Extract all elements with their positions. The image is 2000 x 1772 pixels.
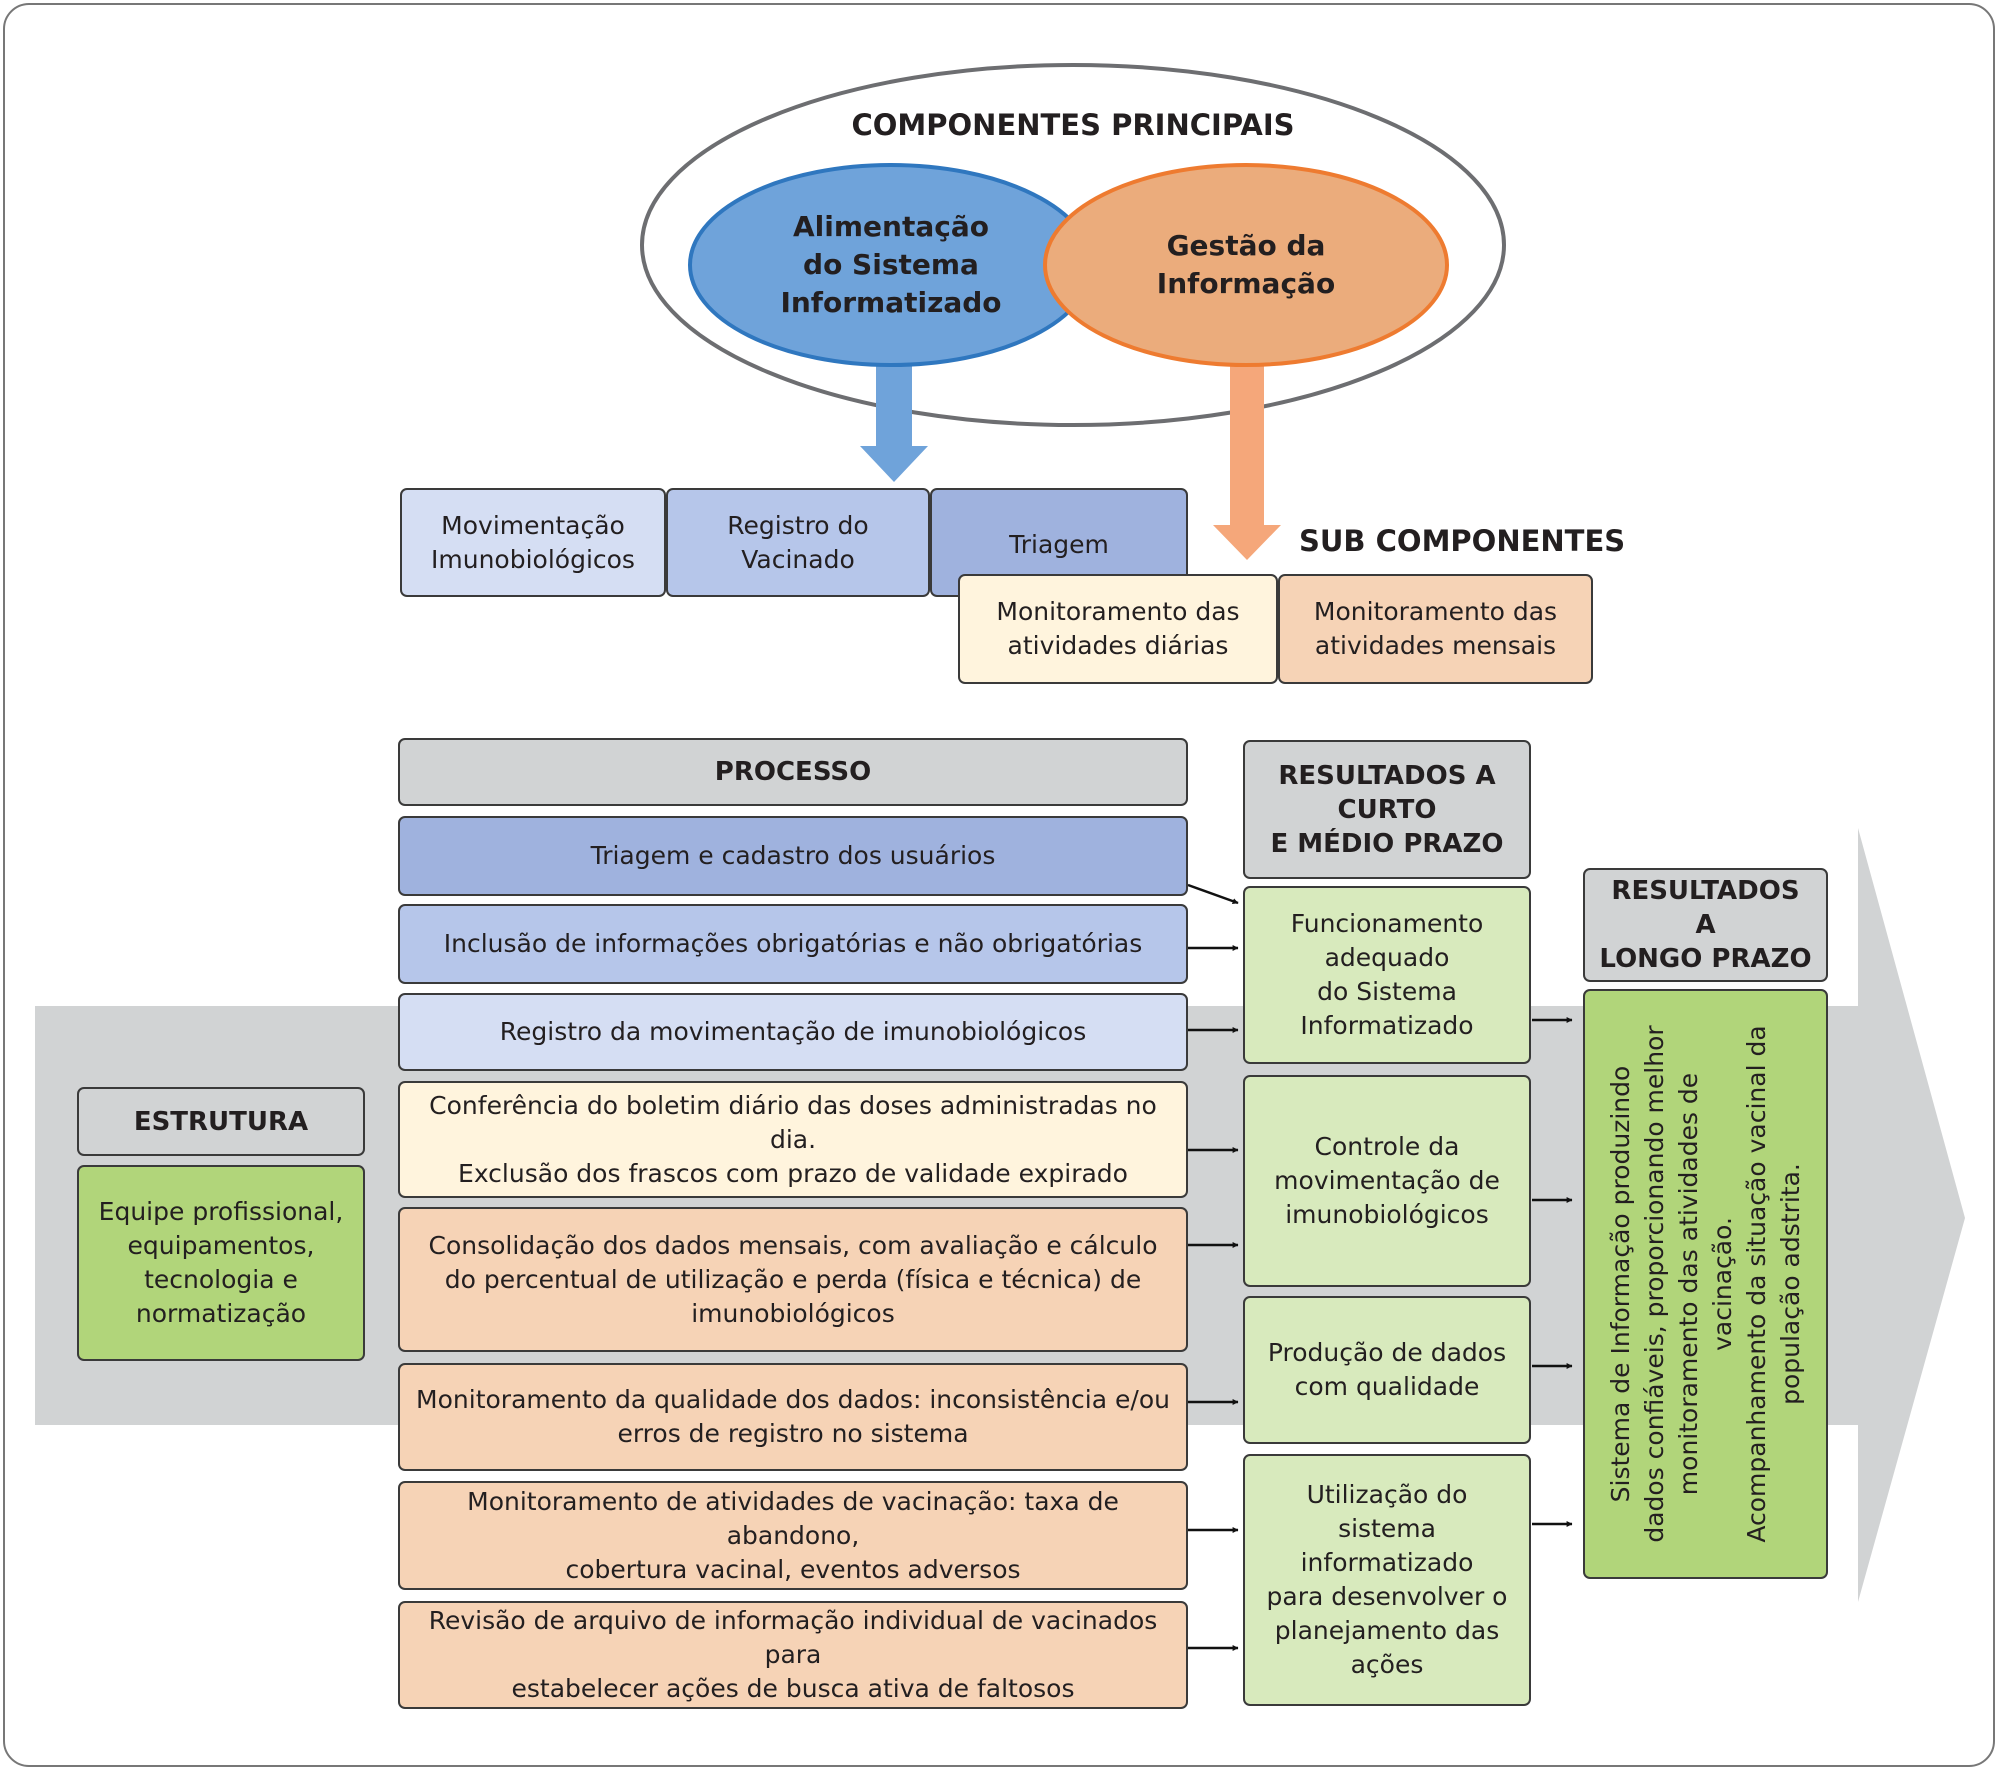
subcomponents-title: SUB COMPONENTES (1299, 524, 1626, 558)
processo-item-4: Conferência do boletim diário das doses … (398, 1081, 1188, 1198)
processo-item-6: Monitoramento da qualidade dos dados: in… (398, 1363, 1188, 1471)
processo-item-8: Revisão de arquivo de informação individ… (398, 1601, 1188, 1709)
orange-down-arrow (1213, 362, 1281, 560)
longo-content-box: Sistema de Informação produzindo dados c… (1583, 989, 1828, 1579)
processo-item-5: Consolidação dos dados mensais, com aval… (398, 1207, 1188, 1352)
longo-header: RESULTADOS A LONGO PRAZO (1583, 868, 1828, 982)
orange-ellipse-label: Gestão da Informação (1156, 229, 1336, 300)
curto-medio-header: RESULTADOS A CURTO E MÉDIO PRAZO (1243, 740, 1531, 879)
curto-medio-item-4: Utilização do sistema informatizado para… (1243, 1454, 1531, 1706)
sub-monitoramento-mensais: Monitoramento das atividades mensais (1278, 574, 1593, 684)
processo-item-7: Monitoramento de atividades de vacinação… (398, 1481, 1188, 1590)
components-title: COMPONENTES PRINCIPAIS (851, 108, 1295, 142)
estrutura-content: Equipe profissional, equipamentos, tecno… (77, 1165, 365, 1361)
sub-monitoramento-diarias: Monitoramento das atividades diárias (958, 574, 1278, 684)
curto-medio-item-1: Funcionamento adequado do Sistema Inform… (1243, 886, 1531, 1064)
sub-movimentacao: Movimentação Imunobiológicos (400, 488, 666, 597)
processo-item-2: Inclusão de informações obrigatórias e n… (398, 904, 1188, 984)
longo-content: Sistema de Informação produzindo dados c… (1605, 1025, 1805, 1543)
process-arrows (1187, 883, 1573, 1651)
processo-item-1: Triagem e cadastro dos usuários (398, 816, 1188, 896)
curto-medio-item-2: Controle da movimentação de imunobiológi… (1243, 1075, 1531, 1287)
estrutura-header: ESTRUTURA (77, 1087, 365, 1156)
curto-medio-item-3: Produção de dados com qualidade (1243, 1296, 1531, 1444)
processo-header: PROCESSO (398, 738, 1188, 806)
blue-down-arrow (860, 362, 928, 482)
arrow-1 (1187, 883, 1239, 905)
sub-registro-vacinado: Registro do Vacinado (666, 488, 930, 597)
blue-ellipse-label: Alimentação do Sistema Informatizado (780, 210, 1002, 319)
orange-ellipse (1043, 163, 1449, 367)
processo-item-3: Registro da movimentação de imunobiológi… (398, 993, 1188, 1071)
